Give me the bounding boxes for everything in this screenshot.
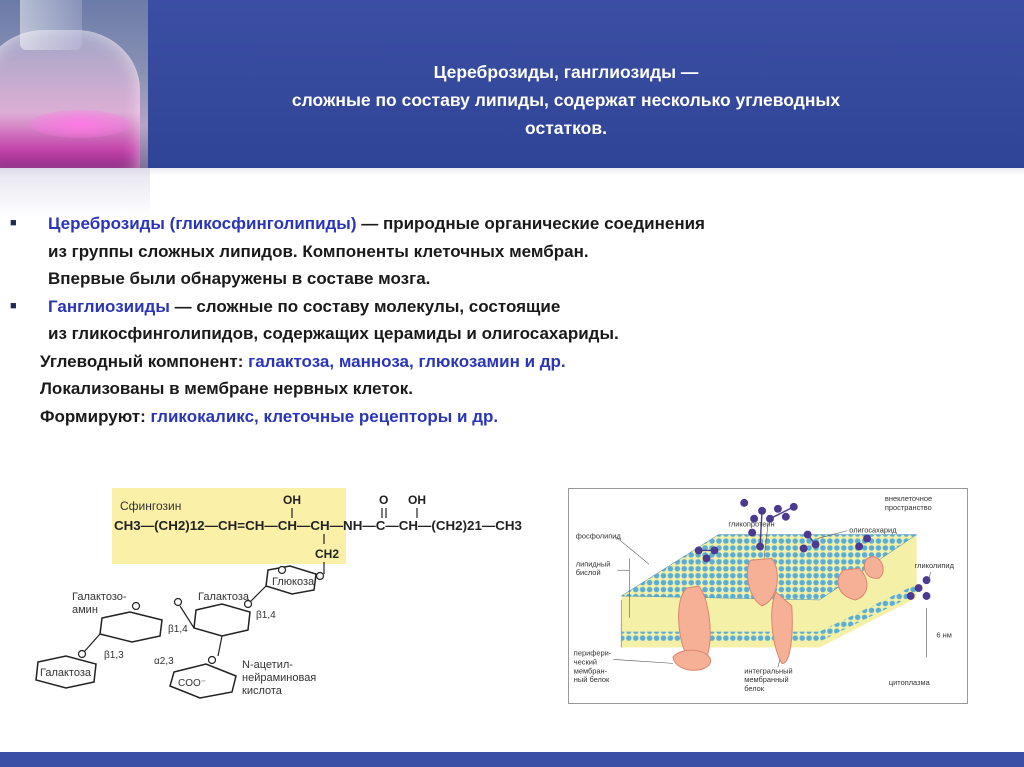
localization: Локализованы в мембране нервных клеток. <box>40 379 414 398</box>
galactosamine-ring <box>99 611 163 643</box>
bullet-cerebrosides: ■ Цереброзиды (гликосфинголипиды) — прир… <box>0 210 1024 293</box>
bullet1-line3: Впервые были обнаружены в составе мозга. <box>48 269 431 288</box>
term-cerebrosides: Цереброзиды (гликосфинголипиды) <box>48 214 357 233</box>
galactosamine-label: Галактозо-амин <box>72 591 127 616</box>
forms-value: гликокаликс, клеточные рецепторы и др. <box>150 406 499 426</box>
beta13-label: β1,3 <box>104 650 124 661</box>
galactose-ring-bottom <box>35 655 97 689</box>
oh-label-2: OH <box>408 493 426 507</box>
coo-label: COO⁻ <box>178 678 206 689</box>
bullet1-line1: — природные органические соединения <box>356 214 705 233</box>
flask-image <box>0 0 148 168</box>
galactose-bottom-label: Галактоза <box>40 667 92 679</box>
slide-title: Цереброзиды, ганглиозиды — сложные по со… <box>148 58 1024 142</box>
galactose-top-label: Галактоза <box>198 591 250 603</box>
flask-neck <box>20 0 82 50</box>
fatty-chain-formula: CH3—(CH2)12—CH=CH—CH—CH—NH—C—CH—(CH2)21—… <box>114 519 522 533</box>
cytoplasm-label: цитоплазма <box>889 678 931 687</box>
oligosaccharide-label: олигосахарид <box>849 526 897 535</box>
footer-band <box>0 752 1024 767</box>
carb-component: Углеводный компонент: галактоза, манноза… <box>0 348 1024 376</box>
alpha23-label: α2,3 <box>154 656 174 667</box>
header-shadow <box>0 168 1024 176</box>
oh-label-1: OH <box>283 493 301 507</box>
title-line-1: Цереброзиды, ганглиозиды — <box>433 62 699 82</box>
ch2-label: CH2 <box>315 547 339 561</box>
flask-glow <box>30 110 130 138</box>
square-bullet-icon: ■ <box>10 299 17 312</box>
beta14-label-a: β1,4 <box>168 624 188 635</box>
glycolipid-label: гликолипид <box>915 561 955 570</box>
beta14-label-b: β1,4 <box>256 610 276 621</box>
title-line-2: сложные по составу липиды, содержат неск… <box>291 90 841 110</box>
glycoprotein-label: гликопротеин <box>728 520 774 529</box>
bullet2-line2: из гликосфинголипидов, содержащих церами… <box>48 324 619 343</box>
carb-value: галактоза, манноза, глюкозамин и др. <box>248 351 566 371</box>
carb-label: Углеводный компонент: <box>40 351 249 371</box>
bullet1-line2: из группы сложных липидов. Компоненты кл… <box>48 241 589 261</box>
bullet2-line1: — сложные по составу молекулы, состоящие <box>169 296 561 316</box>
flask-reflection <box>0 168 150 218</box>
neuraminic-ring <box>169 663 237 699</box>
flask-body <box>0 30 140 168</box>
bullet-gangliosides: ■ Ганглиозииды — сложные по составу моле… <box>0 293 1024 348</box>
body-text: ■ Цереброзиды (гликосфинголипиды) — прир… <box>0 210 1024 430</box>
square-bullet-icon: ■ <box>10 217 17 229</box>
glycoprotein-shape <box>747 557 778 607</box>
title-line-3: остатков. <box>525 118 607 138</box>
galactose-ring-middle <box>193 603 251 637</box>
thickness-label: 6 нм <box>936 631 951 640</box>
peripheral-protein <box>672 649 712 671</box>
sphingosine-label: Сфингозин <box>120 499 181 513</box>
ganglioside-structure-diagram: Сфингозин OH O OH CH3—(CH2)12—CH=CH—CH—C… <box>35 488 522 699</box>
integral-protein-right <box>771 591 793 664</box>
header-band <box>148 0 1024 168</box>
forms-label: Формируют: <box>40 406 151 426</box>
sphingosine-highlight <box>112 488 346 564</box>
o-label: O <box>379 493 388 507</box>
lipid-heads-bottom <box>621 631 820 642</box>
forms-row: Формируют: гликокаликс, клеточные рецепт… <box>0 403 1024 431</box>
phospholipid-label: фосфолипид <box>576 532 622 541</box>
glucose-label: Глюкоза <box>272 576 315 588</box>
term-gangliosides: Ганглиозииды <box>48 296 170 316</box>
